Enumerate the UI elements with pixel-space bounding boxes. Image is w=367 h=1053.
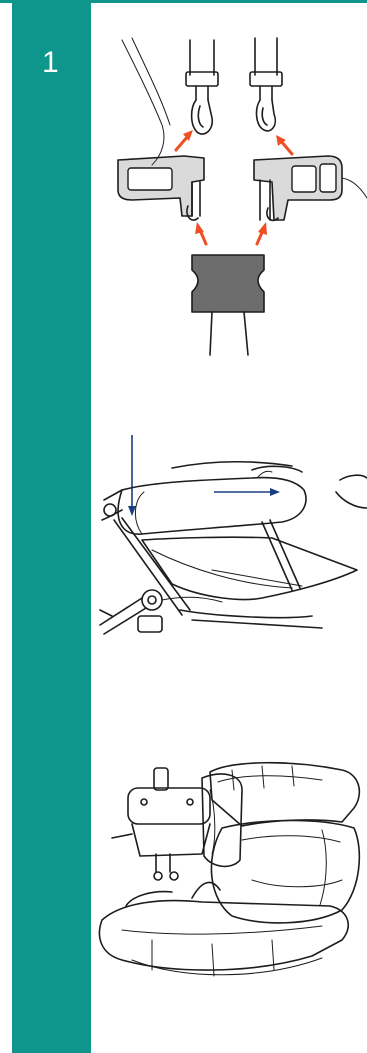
frame-arm-bar-illustration <box>92 420 367 665</box>
harness-buckle-illustration <box>92 30 367 360</box>
seat-unit-illustration <box>92 730 367 1000</box>
step-number: 1 <box>42 48 59 78</box>
step-side-band <box>12 0 91 1053</box>
